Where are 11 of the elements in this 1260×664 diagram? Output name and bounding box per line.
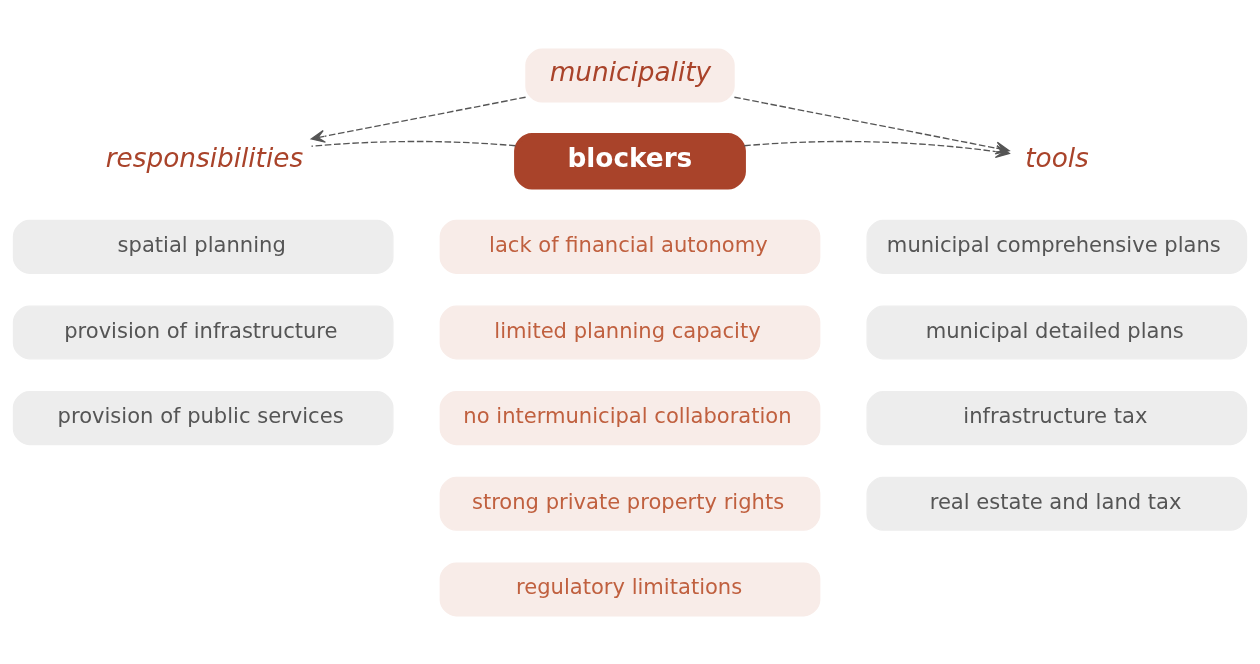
node-box: limited planning capacity (439, 305, 821, 359)
node-box: blockers (514, 132, 746, 190)
node-text: responsibilities (105, 142, 304, 173)
connector (310, 140, 517, 147)
node-box: no intermunicipal collaboration (439, 390, 821, 445)
node-box: regulatory limitations (439, 561, 821, 616)
node-text: tools (1025, 142, 1089, 173)
node-box: lack of financial autonomy (439, 219, 821, 274)
node-box: strong private property rights (439, 476, 821, 531)
node-box: municipality (525, 48, 735, 103)
arrow (310, 96, 527, 143)
